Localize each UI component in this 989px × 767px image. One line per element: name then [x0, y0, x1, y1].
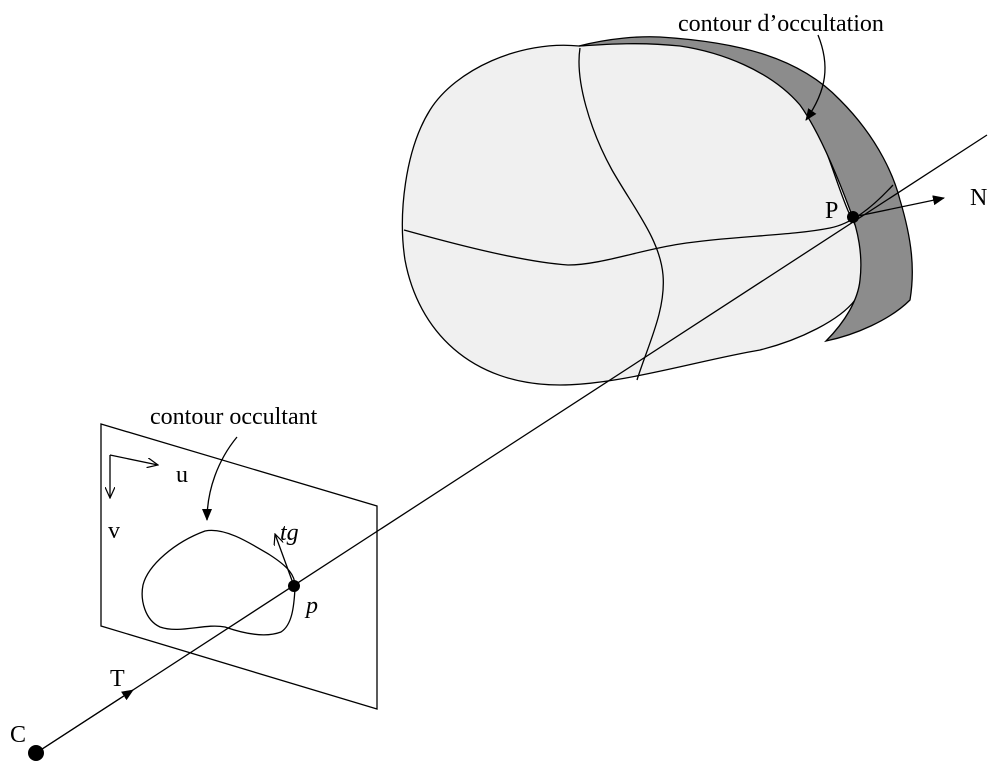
occultation-band	[578, 36, 913, 343]
tangent-label: tg	[280, 520, 299, 546]
occluding-contour-label: contour occultant	[150, 404, 318, 430]
image-plane	[100, 423, 378, 710]
occluding-contour-pointer	[202, 436, 238, 521]
v-axis-label: v	[108, 518, 120, 544]
camera-center-point	[28, 745, 44, 761]
surface-point-label: P	[825, 198, 838, 224]
surface-point	[847, 211, 859, 223]
camera-center-label: C	[10, 722, 26, 748]
occultation-contour-pointer	[805, 34, 826, 121]
direction-label: T	[110, 666, 125, 692]
normal-label: N	[970, 185, 987, 211]
surface-curve-horizontal	[403, 184, 894, 266]
image-point	[288, 580, 300, 592]
surface-curve-vertical	[578, 47, 664, 381]
image-point-label: p	[304, 593, 318, 619]
u-axis-label: u	[176, 462, 188, 488]
image-contour	[141, 529, 296, 636]
occultation-contour-label: contour d’occultation	[678, 11, 884, 37]
u-axis-arrow	[109, 454, 158, 465]
normal-arrow	[852, 195, 945, 218]
direction-arrow	[35, 689, 134, 754]
tangent-arrow	[275, 534, 295, 587]
viewing-ray	[35, 134, 988, 754]
